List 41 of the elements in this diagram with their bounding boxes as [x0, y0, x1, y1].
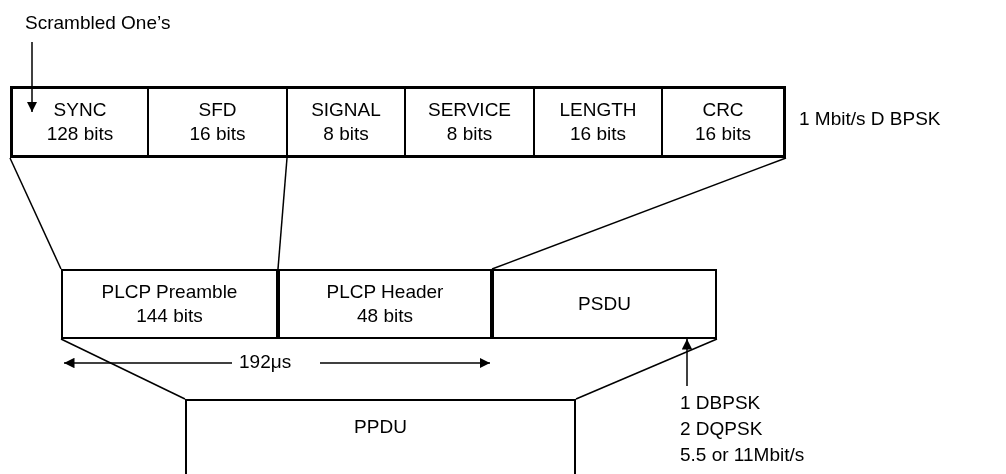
expansion-line	[491, 157, 787, 270]
field-name: LENGTH	[559, 98, 637, 122]
field-name: PLCP Preamble	[101, 280, 238, 304]
field-size: 8 bits	[446, 122, 493, 146]
expansion-line	[9, 157, 62, 270]
field-size: 128 bits	[46, 122, 114, 146]
field-size: 16 bits	[189, 122, 246, 146]
modulation-text: 1 DBPSK	[680, 391, 761, 415]
header-field	[278, 269, 492, 339]
field-name: SFD	[198, 98, 237, 122]
field-name: PPDU	[354, 415, 407, 439]
annotation-text: Scrambled One’s	[25, 11, 171, 35]
field-name: SERVICE	[427, 98, 512, 122]
duration-text: 192μs	[239, 350, 292, 374]
rate-text: 1 Mbit/s D BPSK	[799, 107, 941, 131]
expansion-line	[575, 338, 718, 400]
field-name: SYNC	[53, 98, 107, 122]
field-name: PLCP Header	[326, 280, 444, 304]
field-name: CRC	[702, 98, 744, 122]
field-size: 48 bits	[357, 304, 413, 328]
ppdu-box	[185, 399, 576, 474]
field-name: PSDU	[578, 292, 631, 316]
field-size: 16 bits	[570, 122, 626, 146]
field-size: 16 bits	[695, 122, 751, 146]
expansion-line	[277, 157, 288, 270]
expansion-line	[60, 338, 186, 400]
sfd-field	[148, 86, 287, 158]
field-size: 8 bits	[323, 122, 369, 146]
field-name: SIGNAL	[311, 98, 381, 122]
crc-field	[662, 86, 786, 158]
field-size: 144 bits	[136, 304, 203, 328]
psdu-field	[492, 269, 717, 339]
modulation-text: 2 DQPSK	[680, 417, 763, 441]
signal-field	[287, 86, 405, 158]
sync-field	[10, 86, 148, 158]
arrow	[681, 338, 693, 387]
service-field	[405, 86, 534, 158]
arrow	[26, 41, 38, 113]
modulation-text: 5.5 or 11Mbit/s	[680, 443, 805, 467]
length-field	[534, 86, 662, 158]
preamble-field	[61, 269, 278, 339]
